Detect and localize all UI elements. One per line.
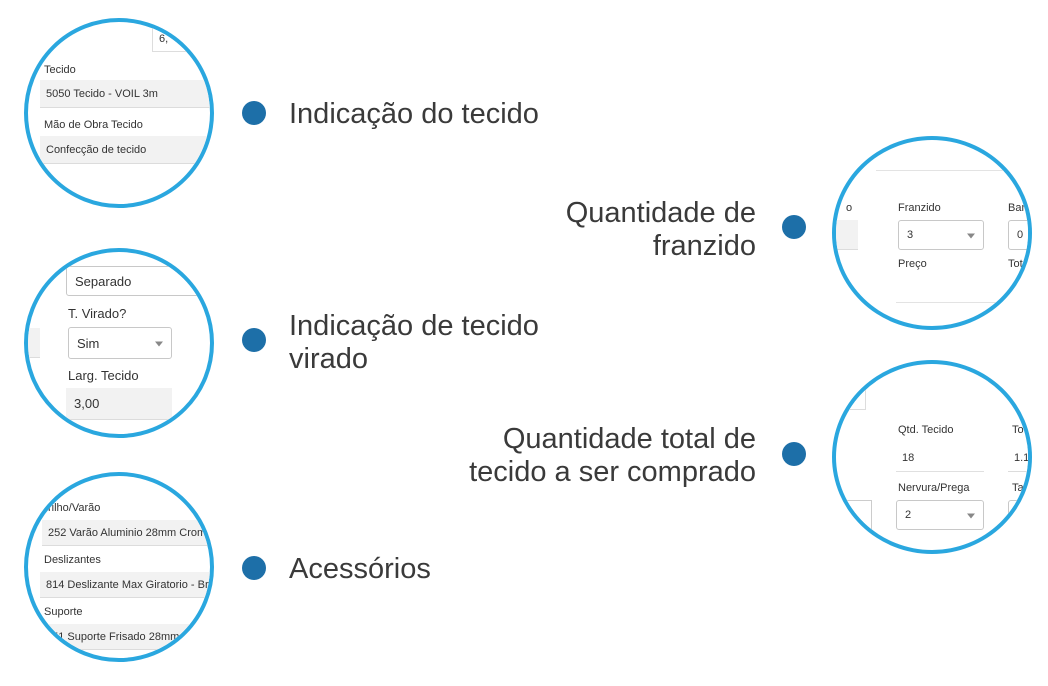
caption-total-line2: tecido a ser comprado xyxy=(469,456,756,488)
bullet-dot xyxy=(242,101,266,125)
separado-value: Separado xyxy=(75,273,132,289)
bar-partial-value: 0 xyxy=(1017,229,1024,241)
tecido-field[interactable]: 5050 Tecido - VOIL 3m xyxy=(40,80,210,108)
bar-partial-field[interactable]: 0 xyxy=(1008,220,1028,250)
left-partial-field xyxy=(836,500,872,530)
left-partial-label: o xyxy=(846,202,853,214)
suporte-value: 351 Suporte Frisado 28mm C xyxy=(46,630,191,643)
qtd-tecido-value: 18 xyxy=(902,451,915,464)
caption-virado-line1: Indicação de tecido xyxy=(289,310,539,342)
deslizantes-label: Deslizantes xyxy=(44,554,101,566)
partial-value: 6, xyxy=(159,33,169,45)
chevron-down-icon xyxy=(155,341,163,347)
t-virado-value: Sim xyxy=(77,335,100,351)
mao-obra-value: Confecção de tecido xyxy=(46,143,147,156)
qtd-tecido-field: 18 xyxy=(896,444,984,472)
bullet-dot xyxy=(782,442,806,466)
tot-partial-value: 1.1 xyxy=(1014,451,1030,464)
chevron-down-icon xyxy=(967,233,975,239)
franzido-label: Franzido xyxy=(898,202,941,214)
partial-label: rro xyxy=(46,182,60,194)
t-virado-label: T. Virado? xyxy=(68,306,127,321)
left-partial-field xyxy=(836,390,866,410)
caption-franzido-line2: franzido xyxy=(652,230,756,262)
deslizantes-value: 814 Deslizante Max Giratorio - Bra xyxy=(46,578,214,591)
divider xyxy=(896,302,1028,303)
caption-franzido-line1: Quantidade de xyxy=(565,197,756,229)
nervura-value: 2 xyxy=(905,509,912,521)
lens-fabric: 6, Tecido 5050 Tecido - VOIL 3m Mão de O… xyxy=(24,18,214,208)
caption-accessories: Acessórios xyxy=(289,553,431,585)
franzido-select[interactable]: 3 xyxy=(898,220,984,250)
partial-field: 6, xyxy=(152,26,210,52)
tot-partial-field: 1.1 xyxy=(1008,444,1030,472)
caption-virado-line2: virado xyxy=(289,343,368,375)
trilho-value: 252 Varão Aluminio 28mm Crom xyxy=(48,526,207,539)
tecido-value: 5050 Tecido - VOIL 3m xyxy=(46,87,158,100)
separado-select[interactable]: Separado xyxy=(66,266,210,296)
nervura-select[interactable]: 2 xyxy=(896,500,984,530)
larg-label: Larg. Tecido xyxy=(68,368,139,383)
mao-obra-field[interactable]: Confecção de tecido xyxy=(40,136,210,164)
bar-partial-label: Bar xyxy=(1008,202,1026,214)
lens-franzido: o Franzido 3 Bar 0 Preço Tot xyxy=(832,136,1032,330)
larg-value: 3,00 xyxy=(74,396,100,411)
ta-partial-label: Ta xyxy=(1012,482,1024,494)
preco-label: Preço xyxy=(898,258,927,270)
suporte-field[interactable]: 351 Suporte Frisado 28mm C xyxy=(40,624,210,650)
deslizantes-field[interactable]: 814 Deslizante Max Giratorio - Bra xyxy=(40,572,214,598)
ta-partial-field[interactable] xyxy=(1008,500,1028,530)
scroll-marker xyxy=(34,390,38,404)
tecido-label: Tecido xyxy=(44,64,76,76)
trilho-label: rilho/Varão xyxy=(48,502,101,514)
larg-field[interactable]: 3,00 xyxy=(66,388,172,420)
mao-obra-label: Mão de Obra Tecido xyxy=(44,119,143,131)
caption-fabric: Indicação do tecido xyxy=(289,98,539,130)
chevron-down-icon xyxy=(967,513,975,519)
bullet-dot xyxy=(242,556,266,580)
bullet-dot xyxy=(242,328,266,352)
trilho-field[interactable]: 252 Varão Aluminio 28mm Crom xyxy=(42,520,210,546)
nervura-label: Nervura/Prega xyxy=(898,482,970,494)
bullet-dot xyxy=(782,215,806,239)
franzido-value: 3 xyxy=(907,229,914,241)
lens-total: Qtd. Tecido 18 To 1.1 Nervura/Prega 2 Ta xyxy=(832,360,1032,554)
tot-partial-label: To xyxy=(1012,424,1024,436)
caption-total-line1: Quantidade total de xyxy=(502,423,756,455)
t-virado-select[interactable]: Sim xyxy=(68,327,172,359)
suporte-label: Suporte xyxy=(44,606,83,618)
qtd-tecido-label: Qtd. Tecido xyxy=(898,424,954,436)
lens-virado: Separado T. Virado? Sim Larg. Tecido 3,0… xyxy=(24,248,214,438)
left-partial-field xyxy=(28,328,40,358)
tot-partial-label: Tot xyxy=(1008,258,1023,270)
left-partial-field xyxy=(836,220,858,250)
divider xyxy=(876,170,1028,171)
lens-accessories: rilho/Varão 252 Varão Aluminio 28mm Crom… xyxy=(24,472,214,662)
